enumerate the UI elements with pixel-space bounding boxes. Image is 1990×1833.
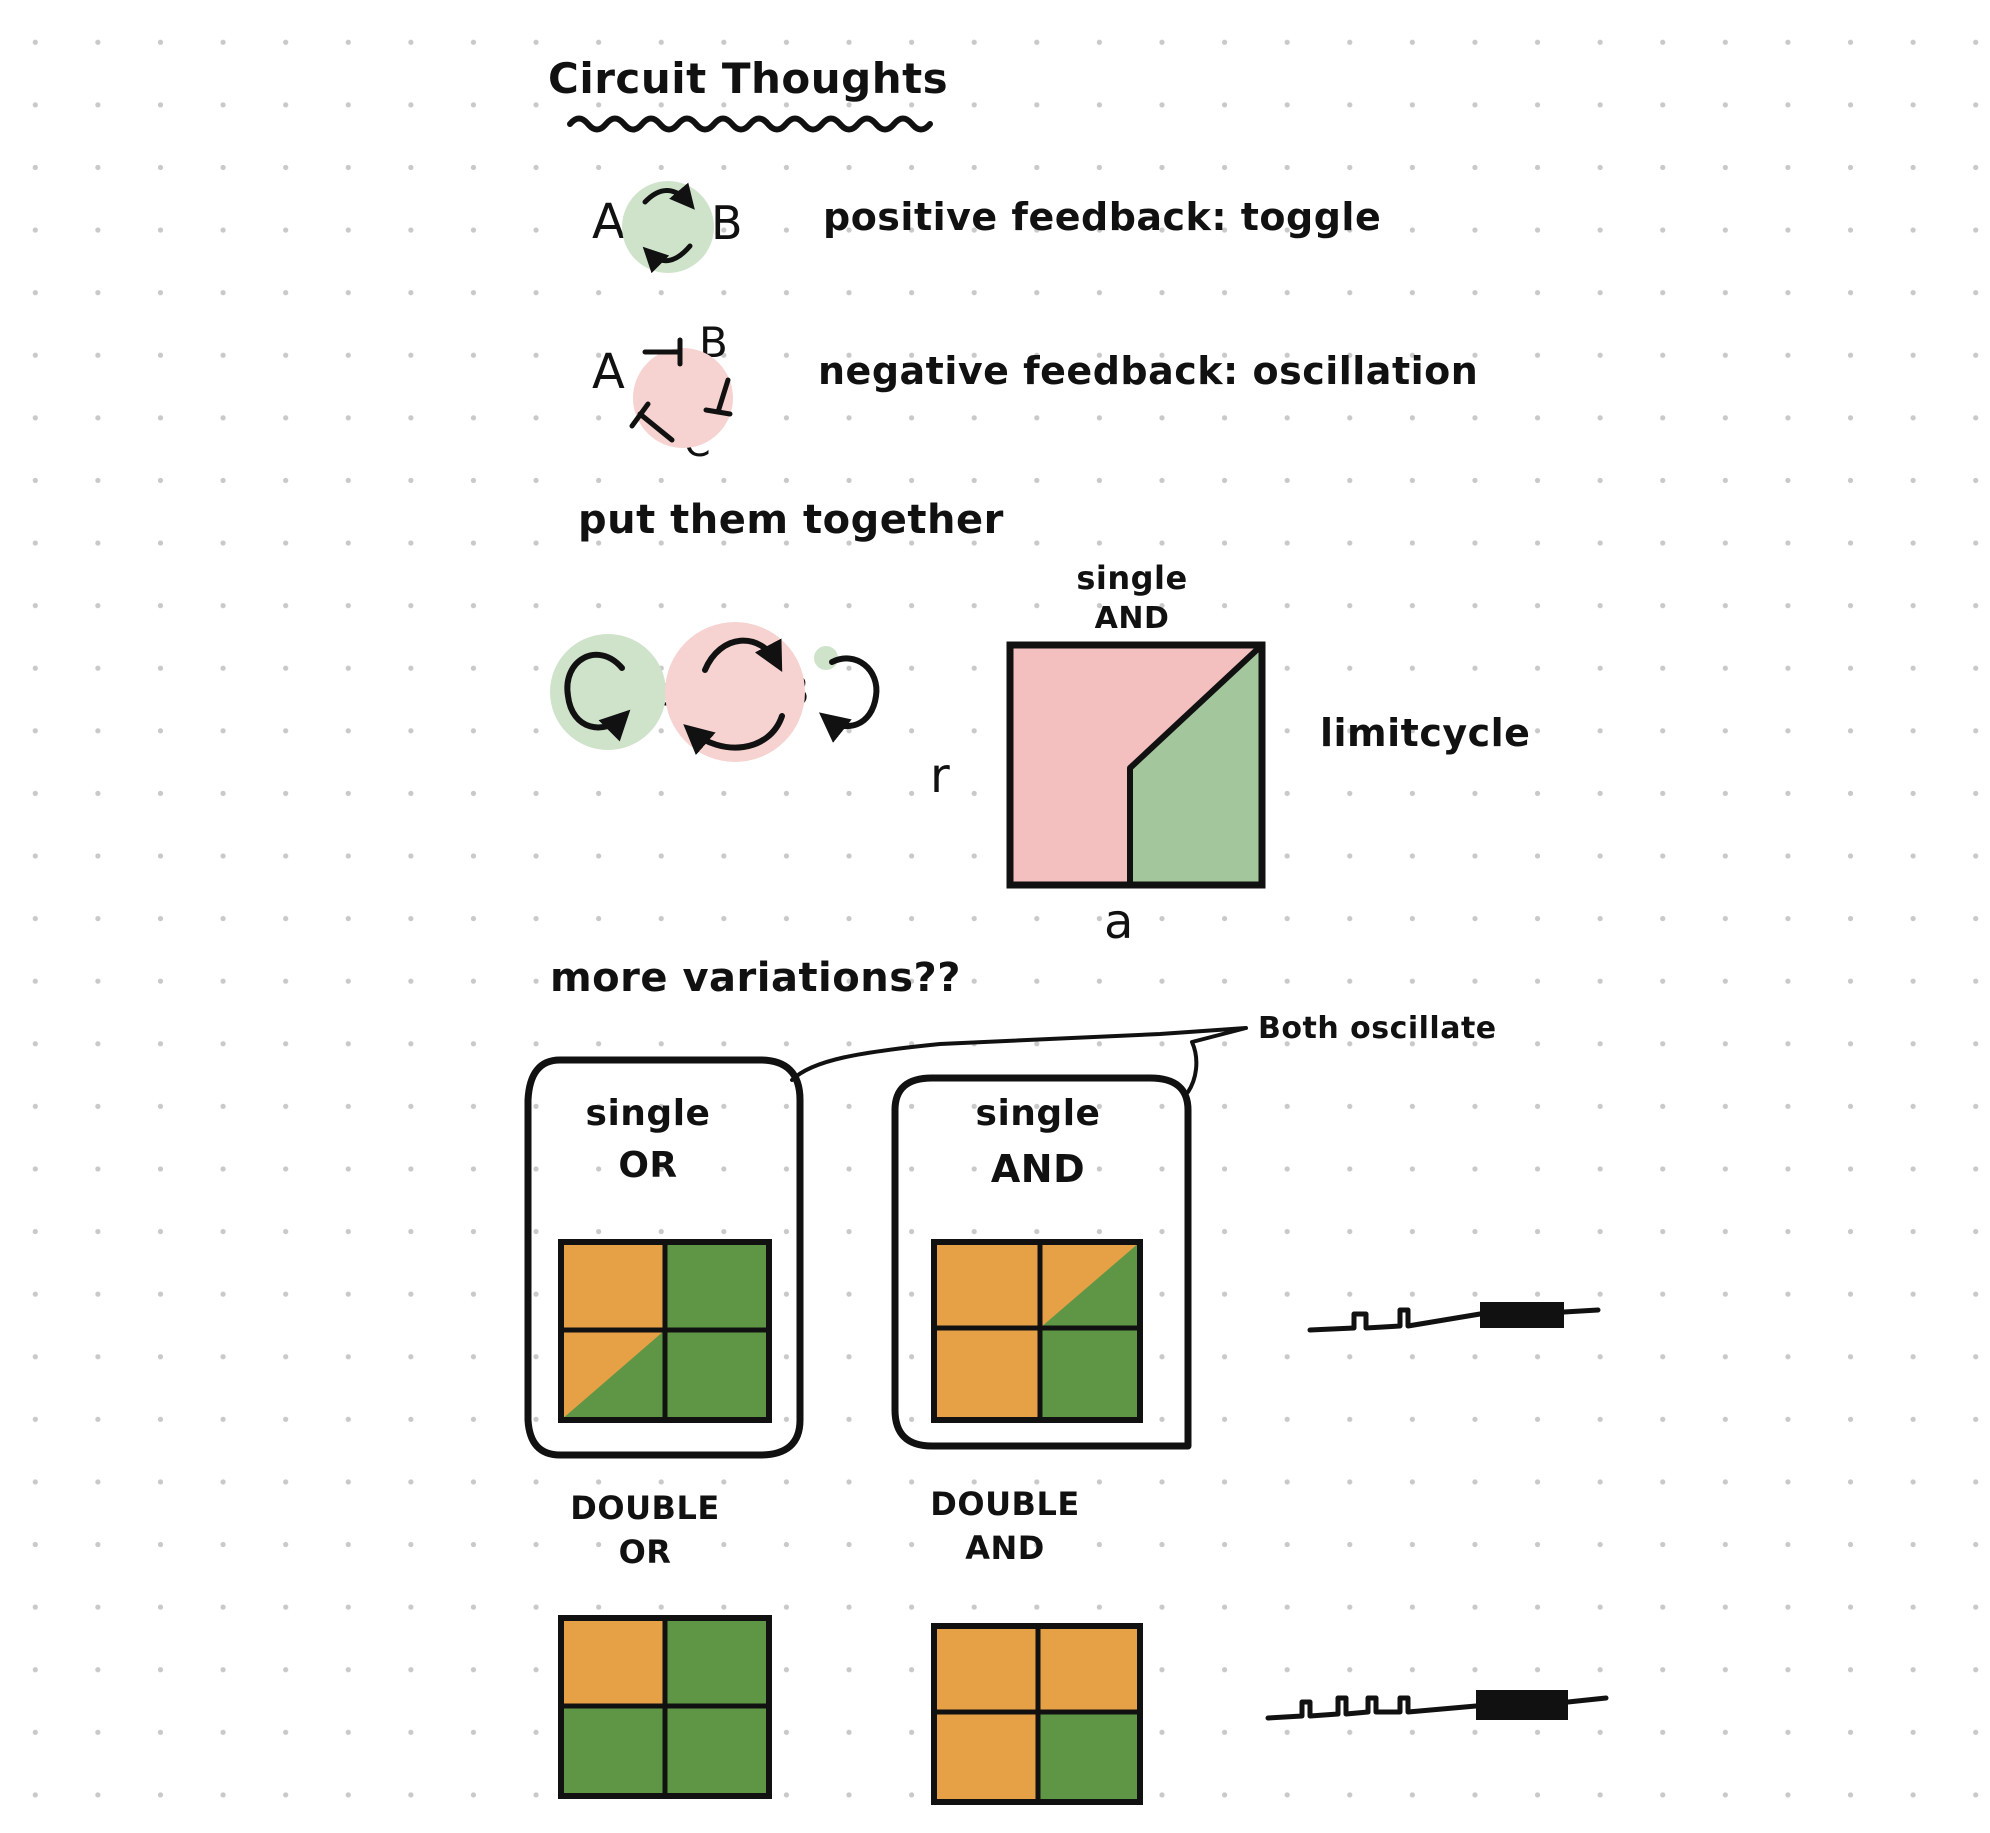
single-or-panel [524, 1056, 804, 1459]
single-waveform-sketch [1307, 1302, 1601, 1333]
phase-y-axis-label: r [930, 748, 951, 804]
single-or-line2: OR [618, 1145, 678, 1186]
phase-green-region [1130, 645, 1262, 885]
b-self-loop-arrow [818, 655, 880, 743]
negative-highlight-circle [633, 348, 733, 448]
a-to-b-arrow [702, 637, 783, 673]
double-waveform-solid-bar [1476, 1690, 1568, 1720]
together-heading: put them together [578, 497, 1004, 543]
double-and-line1: DOUBLE [930, 1485, 1080, 1523]
page-title: Circuit Thoughts [548, 54, 949, 103]
positive-feedback-label: positive feedback: toggle [823, 195, 1382, 239]
double-or-line2: OR [618, 1533, 672, 1571]
combined-circuit-diagram [550, 622, 880, 762]
single-waveform-solid-bar [1480, 1302, 1564, 1328]
double-and-q-br [1038, 1712, 1140, 1802]
a-self-loop-arrow [564, 651, 631, 742]
single-or-q-bl-split [561, 1330, 665, 1420]
positive-arrow-bottom [642, 243, 693, 274]
single-and-line2: AND [990, 1147, 1086, 1191]
b-to-a-arrow [683, 713, 785, 756]
positive-feedback-diagram [622, 181, 714, 274]
single-or-line1: single [585, 1093, 711, 1134]
single-or-q-br [665, 1330, 769, 1420]
phase-boundary-line [1127, 642, 1265, 885]
negative-feedback-diagram [629, 337, 733, 448]
single-and-grid-frame [931, 1239, 1143, 1423]
phase-title-line1: single [1076, 559, 1188, 597]
single-or-q-tr [665, 1242, 769, 1330]
positive-arrow-top [642, 182, 695, 210]
single-and-q-br [1040, 1328, 1140, 1420]
single-and-panel [891, 1074, 1192, 1450]
phase-diagram [1006, 641, 1266, 889]
double-or-grid [558, 1615, 772, 1799]
double-waveform-sketch [1265, 1690, 1609, 1721]
positive-node-a-label: A [592, 194, 626, 250]
phase-frame [1006, 641, 1266, 889]
single-or-frame [524, 1056, 804, 1459]
double-and-grid [931, 1623, 1143, 1805]
positive-node-b-label: B [711, 196, 744, 250]
callout-label: Both oscillate [1258, 1011, 1497, 1046]
single-and-q-tr-split [1040, 1242, 1140, 1328]
phase-title-line2: AND [1094, 601, 1170, 636]
phase-x-axis-label: a [1104, 894, 1134, 950]
double-and-line2: AND [965, 1529, 1045, 1567]
negative-feedback-label: negative feedback: oscillation [818, 349, 1479, 393]
double-or-line1: DOUBLE [570, 1489, 720, 1527]
title-squiggle-underline [567, 115, 933, 133]
variations-heading: more variations?? [550, 955, 961, 1001]
single-and-line1: single [975, 1093, 1101, 1134]
callout-bubble [790, 1026, 1248, 1094]
single-and-frame [891, 1074, 1192, 1450]
negative-node-a-label: A [592, 344, 626, 400]
limit-cycle-label: limitcycle [1320, 711, 1531, 755]
double-or-q-tl [561, 1618, 665, 1706]
